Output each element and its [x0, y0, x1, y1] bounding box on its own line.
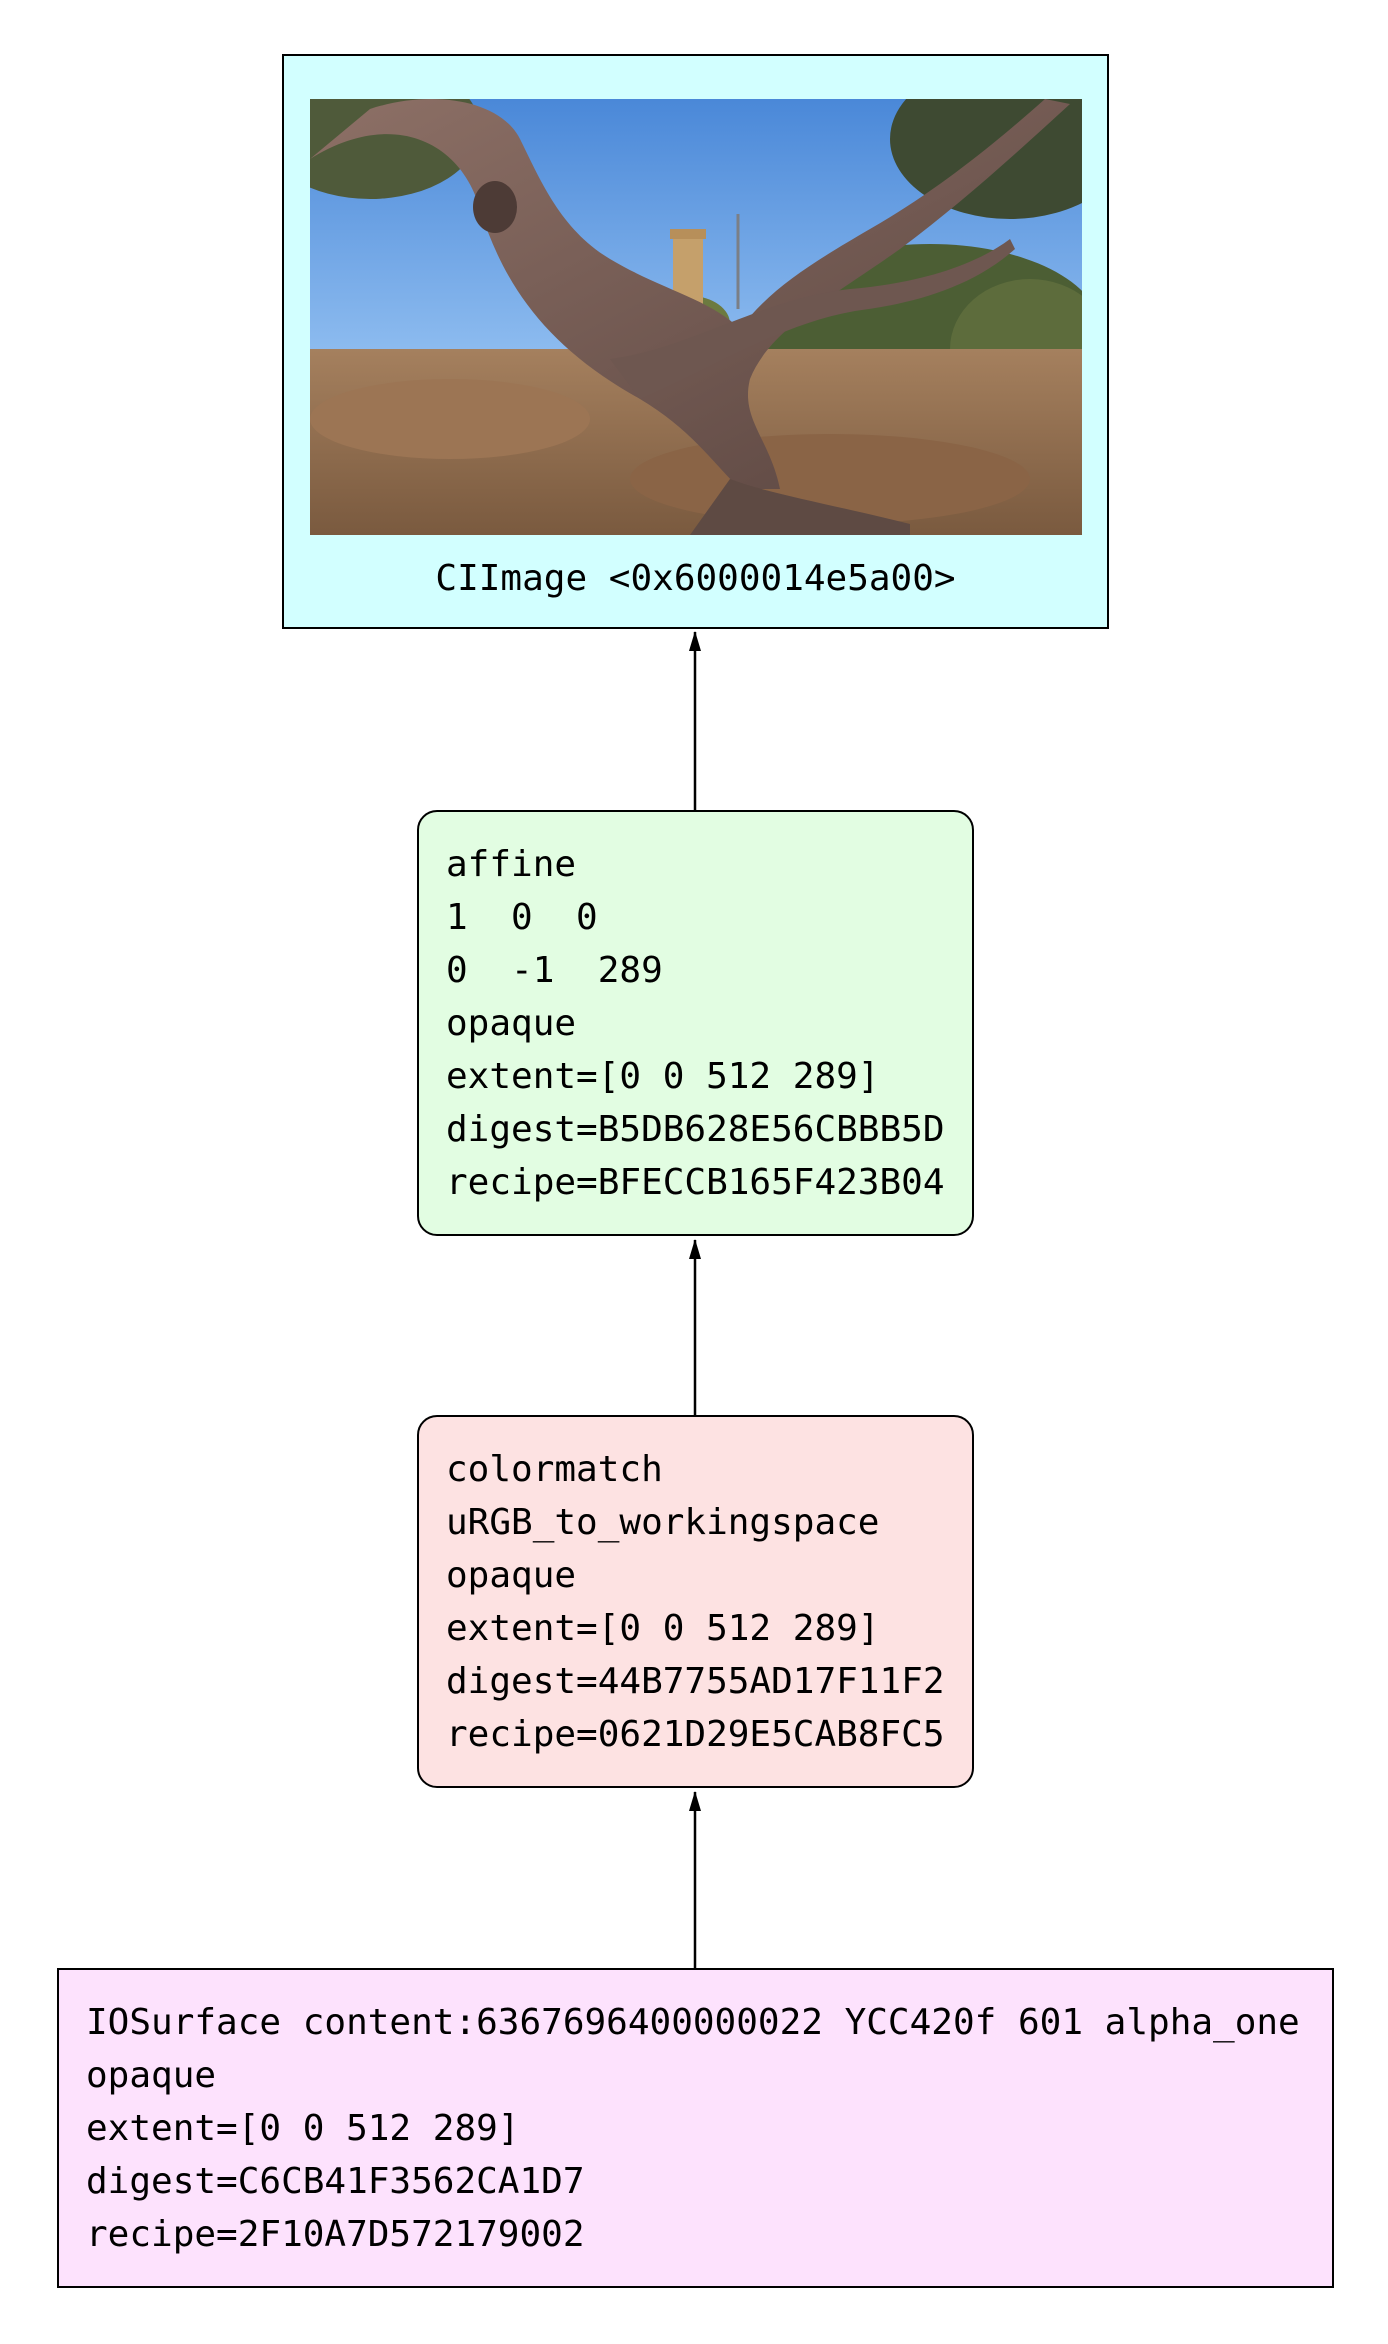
colormatch-conversion: uRGB_to_workingspace	[446, 1502, 880, 1543]
affine-recipe: recipe=BFECCB165F423B04	[446, 1162, 945, 1203]
source-extent: extent=[0 0 512 289]	[86, 2108, 520, 2149]
colormatch-recipe: recipe=0621D29E5CAB8FC5	[446, 1714, 945, 1755]
output-thumbnail-image	[310, 99, 1082, 535]
affine-matrix-row-2: 0 -1 289	[446, 950, 663, 991]
affine-digest: digest=B5DB628E56CBBB5D	[446, 1109, 945, 1150]
colormatch-extent: extent=[0 0 512 289]	[446, 1608, 880, 1649]
output-image-label: CIImage <0x6000014e5a00>	[435, 558, 956, 599]
source-node-title: IOSurface content:6367696400000022 YCC42…	[86, 2002, 1300, 2043]
affine-extent: extent=[0 0 512 289]	[446, 1056, 880, 1097]
colormatch-filter-node[interactable]: colormatch uRGB_to_workingspace opaque e…	[417, 1415, 974, 1788]
affine-filter-node[interactable]: affine 1 0 0 0 -1 289 opaque extent=[0 0…	[417, 810, 974, 1236]
arrowhead-colormatch-to-affine	[689, 1239, 701, 1259]
source-opacity: opaque	[86, 2055, 217, 2096]
output-image-node[interactable]: CIImage <0x6000014e5a00>	[282, 54, 1109, 629]
arrowhead-source-to-colormatch	[689, 1791, 701, 1811]
affine-node-title: affine	[446, 844, 577, 885]
iosurface-source-node[interactable]: IOSurface content:6367696400000022 YCC42…	[57, 1968, 1334, 2288]
arrowhead-affine-to-output	[689, 631, 701, 651]
colormatch-opacity: opaque	[446, 1555, 577, 1596]
affine-matrix-row-1: 1 0 0	[446, 897, 598, 938]
colormatch-node-title: colormatch	[446, 1449, 663, 1490]
colormatch-digest: digest=44B7755AD17F11F2	[446, 1661, 945, 1702]
source-digest: digest=C6CB41F3562CA1D7	[86, 2161, 585, 2202]
source-recipe: recipe=2F10A7D572179002	[86, 2214, 585, 2255]
affine-opacity: opaque	[446, 1003, 577, 1044]
